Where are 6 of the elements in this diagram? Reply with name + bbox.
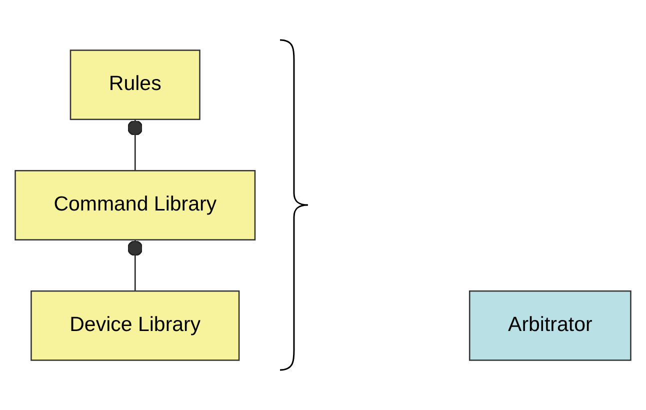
connector	[127, 119, 143, 170]
process-box: Command Library	[14, 170, 256, 240]
process-box: Device Library	[30, 290, 240, 361]
process-box: Arbitrator	[468, 290, 632, 361]
process-box: Rules	[70, 49, 200, 120]
connector	[127, 240, 143, 291]
